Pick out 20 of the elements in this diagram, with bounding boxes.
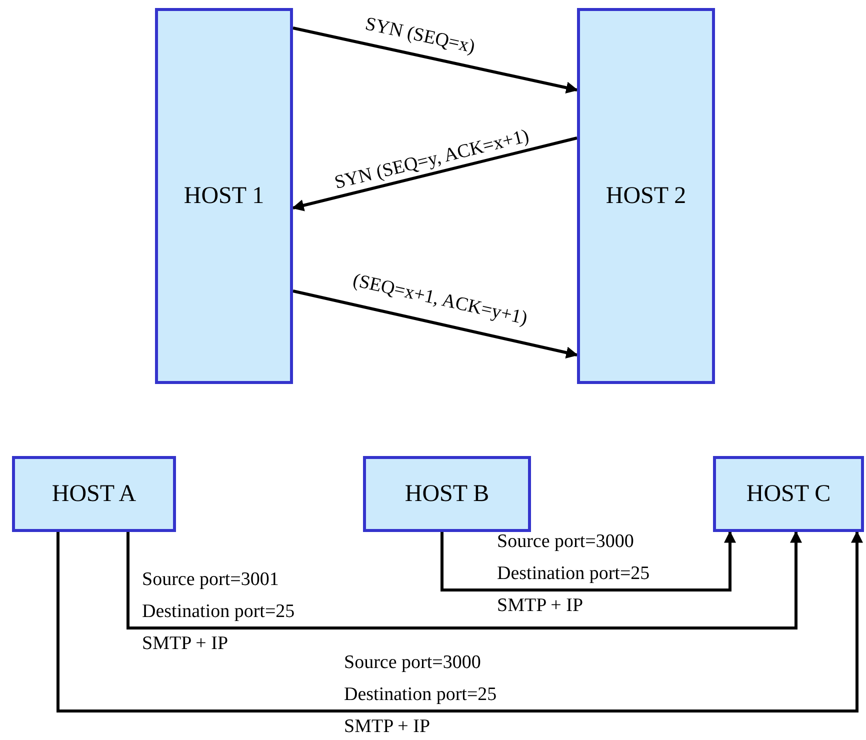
- arrow: [440, 530, 736, 592]
- host-box: [713, 456, 864, 532]
- host-label: HOST 2: [606, 182, 686, 210]
- edge-label: Source port=3000 Destination port=25 SMTP + IP: [497, 530, 651, 618]
- host-box: [363, 456, 531, 532]
- host-label: HOST C: [746, 480, 831, 508]
- host-label: HOST A: [52, 480, 136, 508]
- edge-label: Source port=3001 Destination port=25 SMTP + IP: [142, 568, 296, 656]
- arrow: [292, 26, 578, 94]
- arrow: [126, 530, 802, 630]
- host-label: HOST B: [404, 480, 490, 508]
- host-box: [12, 456, 176, 532]
- arrow: [292, 136, 578, 212]
- arrow: [292, 290, 578, 358]
- arrow: [56, 530, 863, 712]
- host-label: HOST 1: [184, 182, 264, 210]
- edge-label: SYN (SEQ=x): [363, 13, 477, 59]
- edge-label: Source port=3000 Destination port=25 SMTP + IP: [344, 651, 498, 739]
- host-box: [577, 8, 715, 384]
- host-box: [155, 8, 293, 384]
